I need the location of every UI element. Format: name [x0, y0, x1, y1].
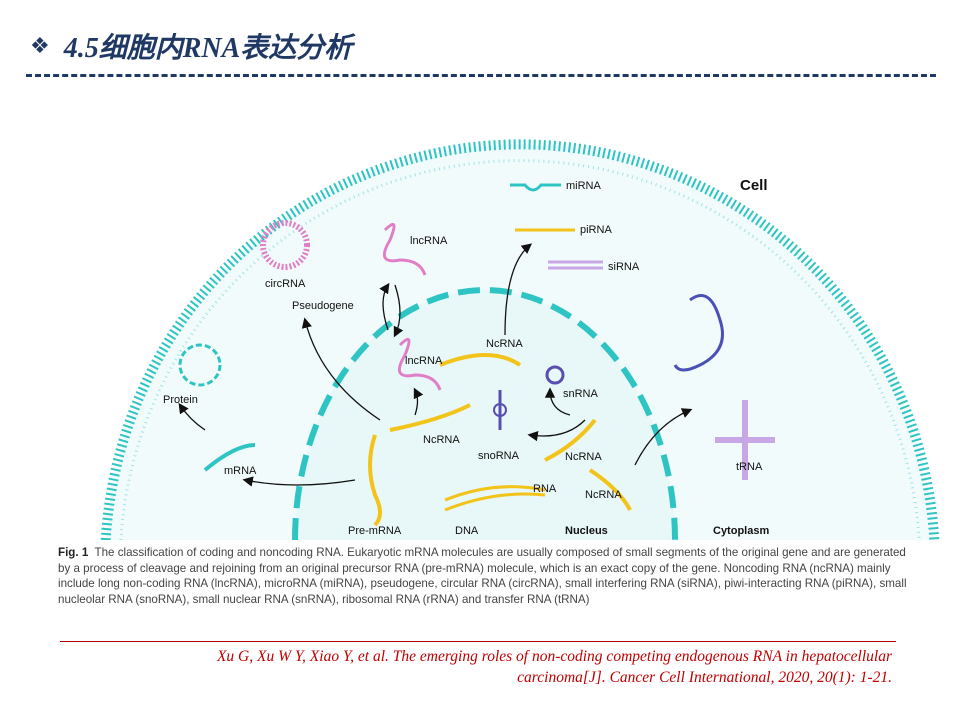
label-rna: RNA — [533, 483, 557, 495]
label-snrna: snRNA — [563, 388, 599, 400]
label-mirna: miRNA — [566, 180, 601, 192]
reference-line-2: carcinoma[J]. Cancer Cell International,… — [517, 669, 892, 686]
label-cytoplasm: Cytoplasm — [713, 525, 769, 537]
ncrna-bottom-shape — [588, 468, 632, 511]
diamond-cluster-icon: ❖ — [30, 33, 50, 58]
label-ncrna-top: NcRNA — [486, 338, 523, 350]
cell-membrane — [100, 139, 940, 540]
caption-text: The classification of coding and noncodi… — [58, 546, 907, 606]
label-ncrna-left: NcRNA — [423, 434, 460, 446]
ncrna-left-shape — [389, 403, 471, 432]
dna-shape — [444, 485, 546, 512]
label-mrna: mRNA — [224, 465, 257, 477]
snrna-shape — [545, 365, 565, 385]
snorna-loop — [493, 403, 507, 417]
rrna-shape — [673, 294, 724, 372]
label-nucleus: Nucleus — [565, 525, 608, 537]
label-pirna: piRNA — [580, 224, 612, 236]
slide-title: ❖ 4.5细胞内RNA表达分析 — [30, 26, 352, 66]
ncrna-right-shape — [544, 418, 597, 462]
label-ncrna-bottom: NcRNA — [585, 489, 622, 501]
label-cell: Cell — [740, 177, 768, 194]
protein-shape — [178, 343, 222, 387]
rna-classification-diagram: Cell miRNA piRNA siRNA lncRNA circRNA Ps… — [100, 139, 940, 540]
label-lncrna-top: lncRNA — [410, 235, 448, 247]
mrna-shape — [203, 443, 256, 472]
caption-fig-label: Fig. 1 — [58, 546, 89, 559]
label-ncrna-right: NcRNA — [565, 451, 602, 463]
reference-line-1: Xu G, Xu W Y, Xiao Y, et al. The emergin… — [216, 648, 892, 665]
figure-caption: Fig. 1 The classification of coding and … — [58, 545, 918, 607]
pre-mrna-shape — [368, 434, 382, 527]
label-snorna: snoRNA — [478, 450, 520, 462]
ncrna-top-shape — [439, 353, 522, 367]
sirna-shape — [548, 260, 603, 270]
title-text: 4.5细胞内RNA表达分析 — [63, 33, 353, 64]
label-dna: DNA — [455, 525, 479, 537]
nucleus-area — [295, 290, 675, 540]
trna-shape — [715, 400, 775, 480]
cell-membrane-inner — [119, 159, 921, 540]
label-circrna: circRNA — [265, 278, 306, 290]
label-trna: tRNA — [736, 461, 763, 473]
label-sirna: siRNA — [608, 261, 640, 273]
arrows — [178, 243, 693, 487]
label-protein: Protein — [163, 394, 198, 406]
label-pseudogene: Pseudogene — [292, 300, 354, 312]
reference: Xu G, Xu W Y, Xiao Y, et al. The emergin… — [60, 646, 892, 688]
label-lncrna-mid: lncRNA — [405, 355, 443, 367]
circrna-shape — [260, 220, 310, 270]
label-pre-mrna: Pre-mRNA — [348, 525, 402, 537]
reference-divider — [60, 641, 896, 642]
lncrna-top-shape — [382, 222, 427, 276]
lncrna-mid-shape — [397, 337, 442, 391]
title-divider — [26, 74, 936, 77]
mirna-shape — [510, 183, 561, 192]
